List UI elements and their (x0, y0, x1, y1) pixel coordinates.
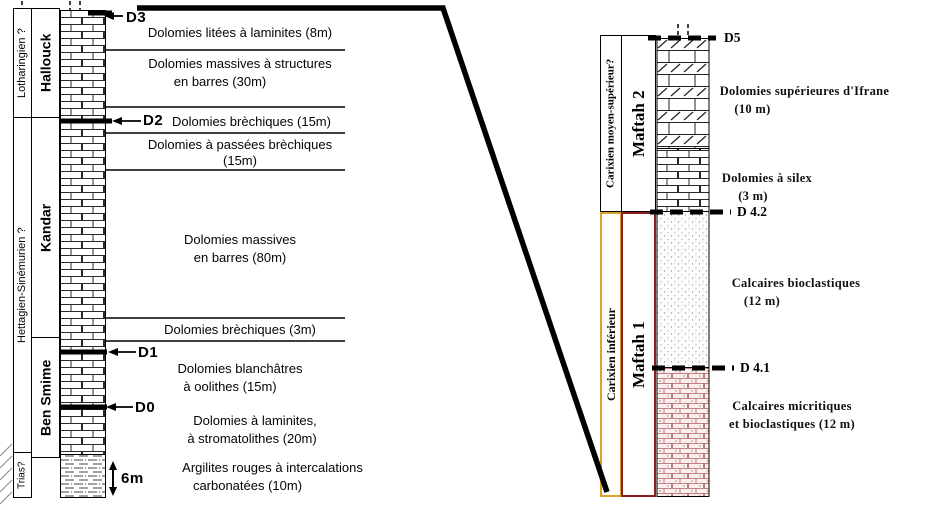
datum-label-d4-1: D 4.1 (740, 360, 770, 375)
unit-label-dolomies-blanchatres-2: à oolithes (15m) (183, 379, 277, 394)
calcaires-bioclastiques-section (656, 211, 710, 368)
datum-label-d3: D3 (126, 9, 147, 26)
unit-label-calcaires-bioclastiques-2: (12 m) (743, 294, 781, 308)
unit-label-dolomies-superieures-2: (10 m) (734, 102, 771, 116)
unit-label-dolomies-silex-2: (3 m) (738, 189, 768, 203)
datum-label-d2: D2 (143, 112, 164, 129)
unit-label-dolomies-passees-brechiques-1: Dolomies à passées brèchiques (147, 137, 333, 152)
correlation-line (137, 5, 610, 493)
unit-label-dolomies-massives-barres-1: Dolomies massives (184, 232, 296, 247)
trias-uncertainty-hatch (0, 443, 13, 505)
unit-label-dolomies-massives-structures-1: Dolomies massives à structures (148, 56, 332, 71)
argilite-section (60, 454, 106, 498)
unit-label-calcaires-micritiques-1: Calcaires micritiques (732, 399, 852, 413)
right-datum-dashed-lines (648, 35, 734, 371)
right-lithology-column (656, 38, 710, 497)
continuation-dashes (21, 1, 689, 37)
arrow-left-icons (104, 12, 141, 411)
datum-label-d5: D5 (724, 30, 741, 45)
unit-label-dolomies-laminites-1: Dolomies à laminites, (193, 413, 317, 428)
dolomies-superieures-section (656, 38, 710, 149)
datum-label-d1: D1 (138, 344, 159, 361)
unit-label-argilites-1: Argilites rouges à intercalations (182, 460, 363, 475)
unit-label-dolomies-massives-structures-2: en barres (30m) (173, 74, 267, 89)
calcaires-micritiques-section (656, 367, 710, 497)
unit-label-dolomies-blanchatres-1: Dolomies blanchâtres (177, 361, 303, 376)
unit-label-calcaires-bioclastiques-1: Calcaires bioclastiques (731, 276, 861, 290)
unit-boundary-lines (105, 49, 345, 342)
unit-label-dolomies-passees-brechiques-2: (15m) (223, 153, 257, 168)
dolomies-a-silex-section (656, 148, 710, 212)
unit-label-dolomies-brechiques-3m: Dolomies brèchiques (3m) (164, 322, 316, 337)
dolomite-section (60, 10, 106, 455)
unit-label-dolomies-brechiques-15m: Dolomies brèchiques (15m) (172, 114, 331, 129)
unit-label-dolomies-massives-barres-2: en barres (80m) (193, 250, 287, 265)
datum-label-d0: D0 (135, 399, 156, 416)
unit-label-argilites-2: carbonatées (10m) (192, 478, 303, 493)
scale-arrow-icon (109, 461, 117, 496)
unit-label-dolomies-superieures-1: Dolomies supérieures d'Ifrane (719, 84, 890, 98)
left-lithology-column (60, 10, 106, 498)
unit-label-calcaires-micritiques-2: et bioclastiques (12 m) (729, 417, 855, 431)
unit-label-dolomies-litees: Dolomies litées à laminites (8m) (147, 25, 333, 40)
unit-label-dolomies-laminites-2: à stromatolithes (20m) (187, 431, 317, 446)
unit-label-dolomies-silex-1: Dolomies à silex (721, 171, 813, 185)
datum-label-d4-2: D 4.2 (737, 204, 767, 219)
datum-marker-bars (61, 10, 112, 410)
scale-label-6m: 6m (121, 470, 144, 487)
